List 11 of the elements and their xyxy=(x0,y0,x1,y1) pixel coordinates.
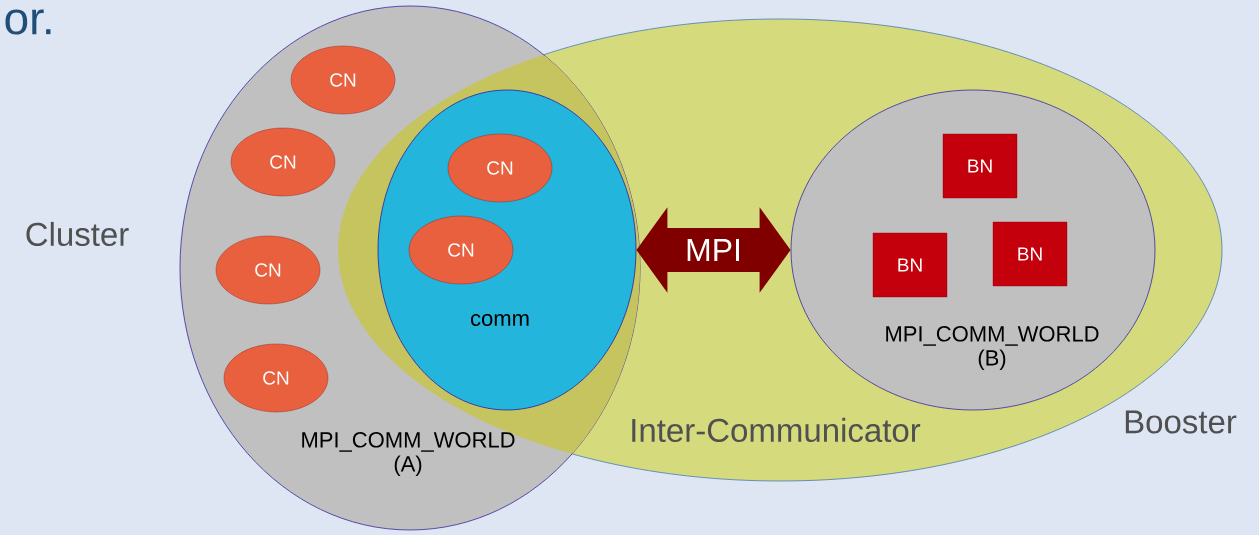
communicator-label: comm xyxy=(471,313,529,327)
edge-label: MPI xyxy=(687,239,739,261)
node-box: BN xyxy=(942,133,1018,199)
side-label: Cluster xyxy=(26,221,129,247)
group-label: MPI_COMM_WORLD (A) xyxy=(302,432,515,476)
node-box: BN xyxy=(872,232,948,298)
side-label: Booster xyxy=(1125,410,1237,434)
node-box: BN xyxy=(992,221,1068,287)
communicator-label: Inter-Communicator xyxy=(632,417,921,443)
group-label: MPI_COMM_WORLD (B) xyxy=(886,326,1099,370)
title: or. xyxy=(5,9,51,35)
